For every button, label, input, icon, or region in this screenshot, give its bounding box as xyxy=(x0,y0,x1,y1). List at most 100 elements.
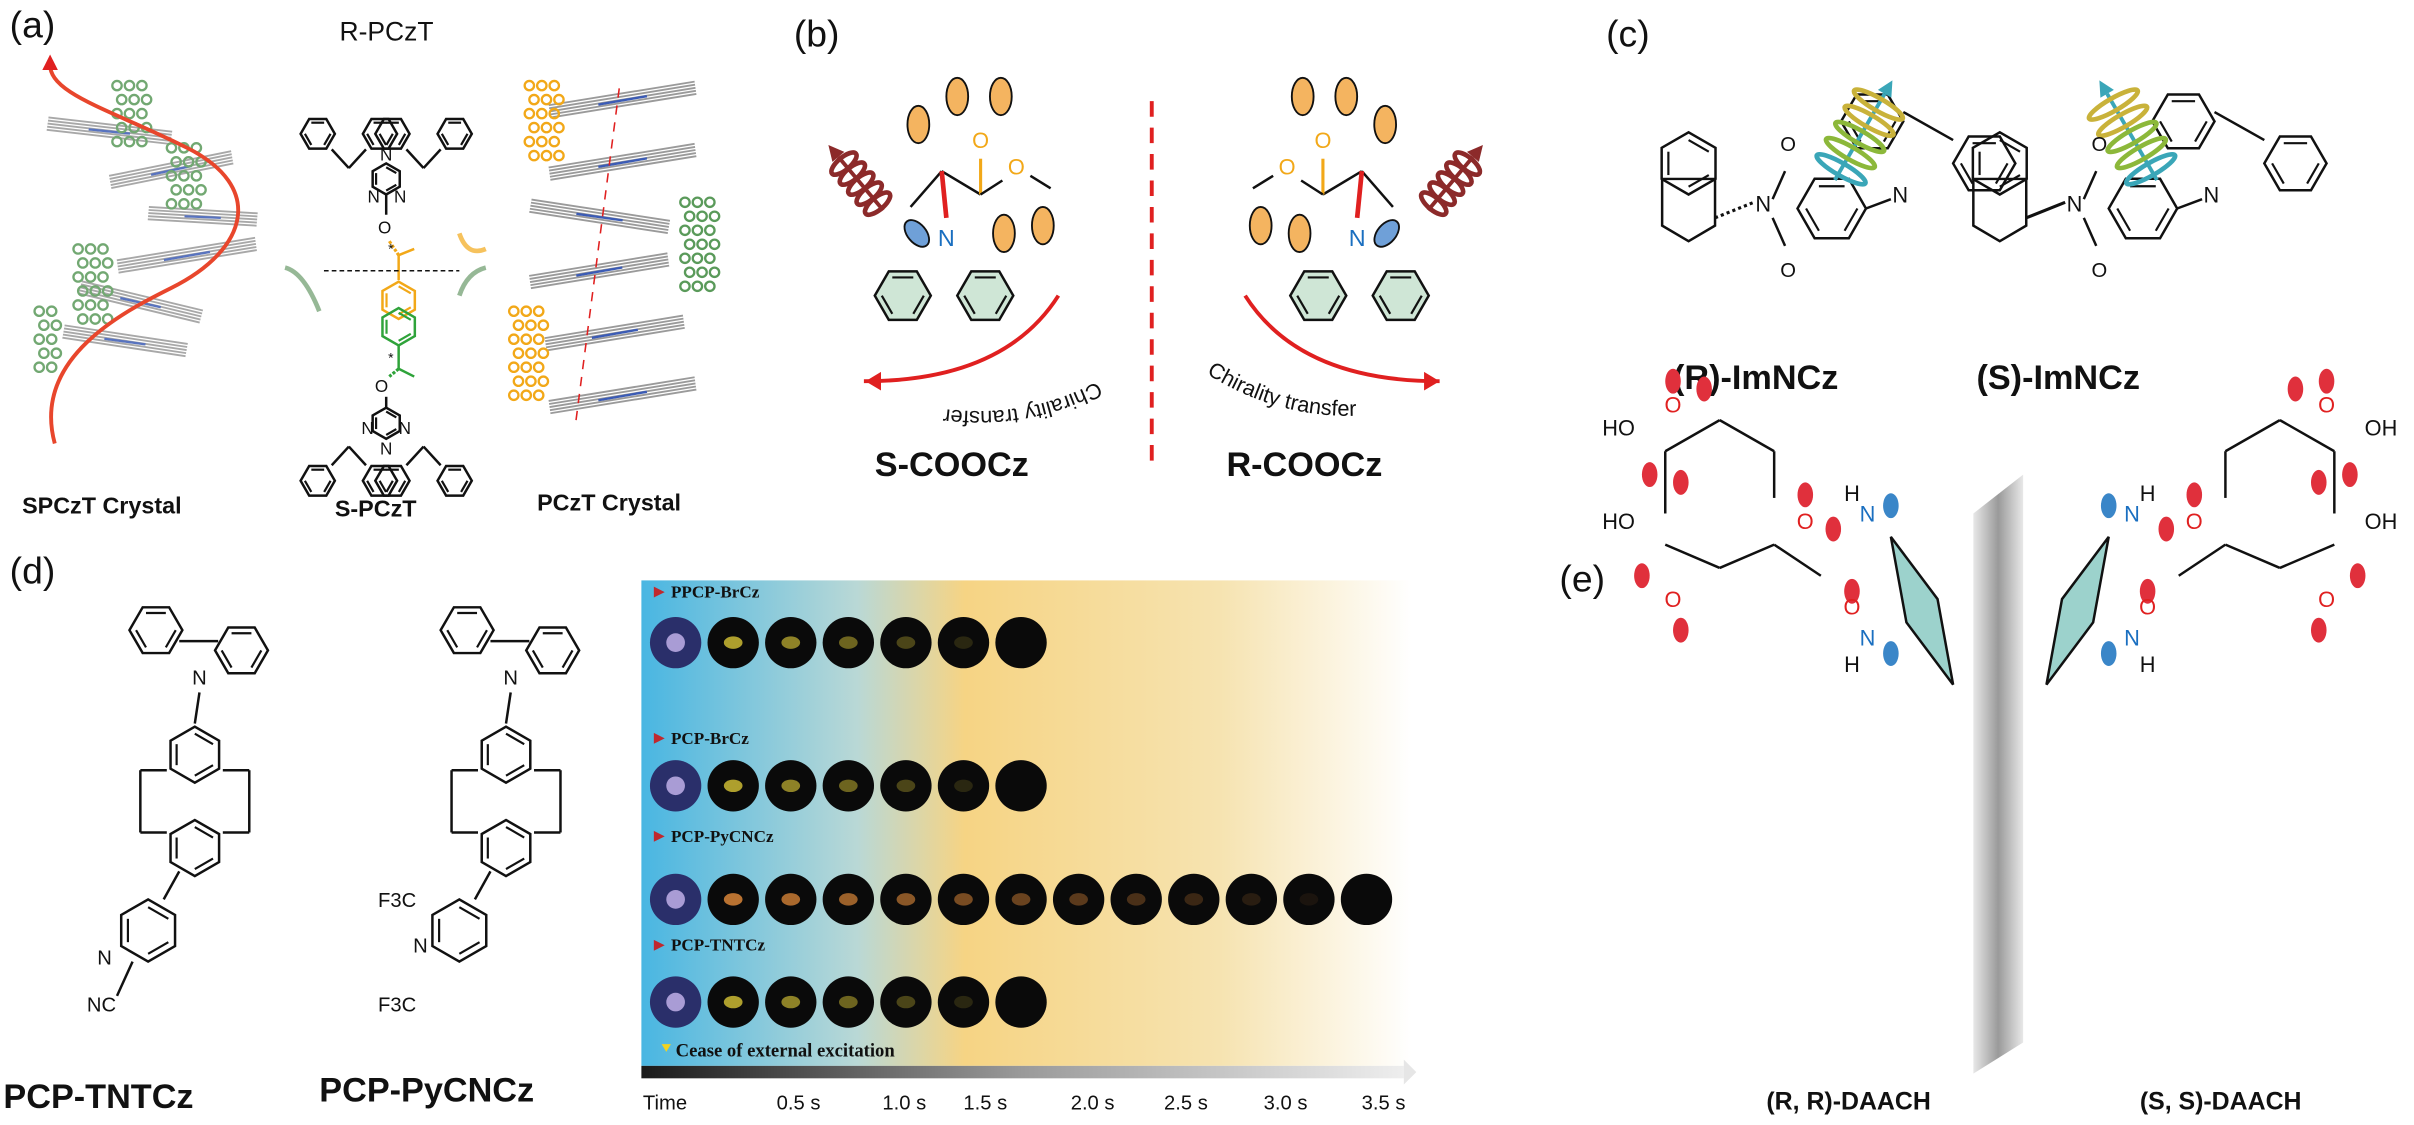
double-bond xyxy=(561,649,574,669)
helix-arrowhead xyxy=(1877,80,1893,98)
molecule-stack xyxy=(548,80,697,119)
cyclohexane-ring xyxy=(2045,536,2110,686)
atom-dot xyxy=(178,198,190,210)
atom-label: N xyxy=(2124,501,2140,526)
double-bond xyxy=(397,480,407,493)
stack-bond xyxy=(544,314,684,340)
stack-bond xyxy=(529,210,668,234)
n-orbital xyxy=(1373,219,1400,248)
double-bond xyxy=(446,629,459,648)
atom-label: N xyxy=(413,935,428,957)
ring xyxy=(213,626,270,675)
atom-dot xyxy=(76,285,89,297)
atom-dot xyxy=(708,238,721,251)
double-bond xyxy=(194,857,214,870)
atom-dot xyxy=(525,347,537,360)
double-bond xyxy=(135,629,147,648)
stack-bond xyxy=(64,324,188,345)
atom-dot xyxy=(708,210,721,223)
bond xyxy=(504,692,512,724)
double-bond xyxy=(398,285,412,295)
ring xyxy=(1660,177,1717,243)
double-bond xyxy=(2194,120,2208,143)
atom-dot xyxy=(182,155,195,168)
stack-bond xyxy=(529,252,668,277)
atom-dot xyxy=(683,238,696,251)
double-bond xyxy=(194,764,214,777)
glow-spot xyxy=(896,636,916,649)
chirality-transfer-left: Chirality transfer xyxy=(942,377,1107,431)
stack-bond xyxy=(545,317,684,343)
chirality-arrow xyxy=(863,294,1061,384)
bond xyxy=(330,148,350,169)
lone-pair-orbital xyxy=(1665,368,1681,394)
stack-bond xyxy=(548,376,695,402)
lone-pair-orbital xyxy=(1290,76,1315,117)
double-bond xyxy=(1296,295,1309,315)
row-marker-icon xyxy=(653,830,665,842)
atom-dot xyxy=(548,135,561,148)
atom-dot xyxy=(97,271,109,283)
ring xyxy=(1796,177,1868,240)
atom-label: N xyxy=(394,187,406,206)
atom-label: O xyxy=(972,128,989,153)
atom-dot xyxy=(679,280,691,293)
pczt-crystal-image xyxy=(507,79,721,415)
atom-dot xyxy=(512,347,525,360)
atom-dot xyxy=(704,196,716,209)
atom-dot xyxy=(535,79,548,92)
lone-pair-orbital xyxy=(1797,482,1814,508)
atom-dot xyxy=(72,271,84,283)
glow-spot xyxy=(723,636,743,649)
atom-dot xyxy=(136,79,148,92)
atom-dot xyxy=(101,257,114,269)
time-axis-label: Time xyxy=(643,1092,687,1114)
double-bond xyxy=(385,428,397,436)
bond xyxy=(1902,110,1954,142)
molecule-stack xyxy=(108,150,234,190)
glow-spot xyxy=(954,779,973,793)
lone-pair-orbital xyxy=(1883,641,1899,666)
stack-bond xyxy=(116,236,256,262)
double-bond xyxy=(398,311,412,321)
double-bond xyxy=(366,480,375,493)
atom-dot xyxy=(38,347,50,360)
glow-spot xyxy=(896,779,916,793)
afterglow-frame xyxy=(995,760,1047,812)
bond xyxy=(1252,174,1274,190)
afterglow-frame xyxy=(937,760,990,812)
atom-dot xyxy=(50,347,63,360)
atom-dot xyxy=(115,93,128,106)
atom-label: N xyxy=(2067,192,2083,217)
spczt-crystal-label: SPCzT Crystal xyxy=(22,492,181,518)
pczt-crystal-label: PCzT Crystal xyxy=(537,489,681,515)
double-bond xyxy=(164,629,177,648)
atom-dot xyxy=(165,141,178,154)
helix-turn xyxy=(2123,151,2178,187)
time-tick-label: 0.5 s xyxy=(777,1092,821,1114)
atom-dot xyxy=(182,183,195,196)
atom-dot xyxy=(170,183,182,196)
stack-bond xyxy=(80,283,203,315)
atom-dot xyxy=(532,333,545,346)
bond xyxy=(1771,170,1787,200)
stack-bond xyxy=(549,152,697,178)
glow-spot xyxy=(954,636,973,649)
stack-bond xyxy=(108,150,232,177)
afterglow-frame xyxy=(995,873,1047,926)
bond xyxy=(1719,419,1775,453)
atom-dot xyxy=(683,266,696,279)
afterglow-frame xyxy=(1110,873,1162,926)
atom-dot xyxy=(553,93,565,106)
double-bond xyxy=(2306,162,2320,185)
bond xyxy=(1029,174,1052,190)
helix-turn xyxy=(2114,135,2169,171)
n-bond xyxy=(104,337,146,346)
glow-spot xyxy=(839,636,858,649)
afterglow-frame xyxy=(1052,873,1105,926)
lone-pair-orbital xyxy=(2310,469,2327,495)
atom-dot xyxy=(528,149,540,162)
bond xyxy=(2082,217,2098,247)
double-bond xyxy=(1805,207,1820,232)
